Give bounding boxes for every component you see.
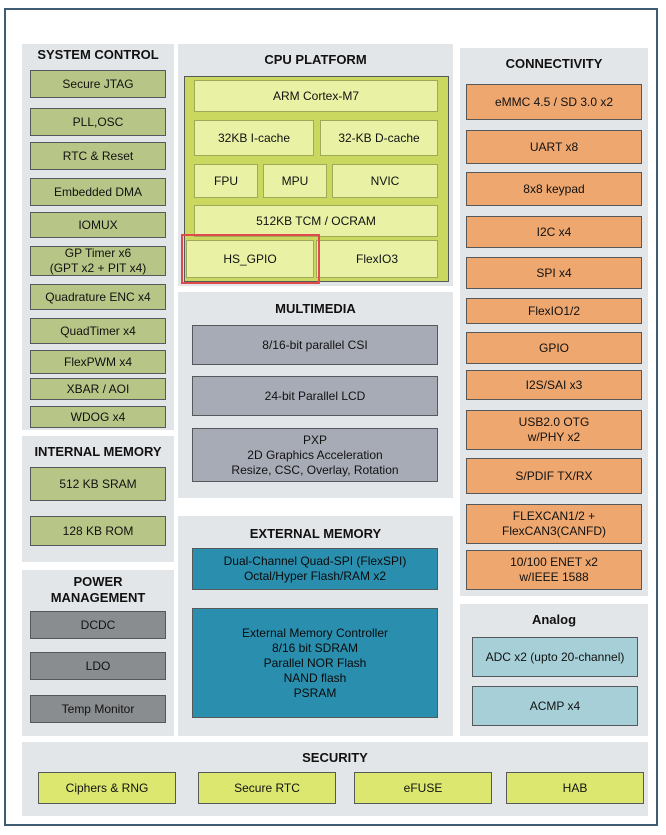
- parallel-csi-block: 8/16-bit parallel CSI: [192, 325, 438, 365]
- icache-block: 32KB I-cache: [194, 120, 314, 156]
- embedded-dma-block: Embedded DMA: [30, 178, 166, 206]
- acmp-block: ACMP x4: [472, 686, 638, 726]
- hs-gpio-highlight: [181, 234, 320, 284]
- iomux-block: IOMUX: [30, 212, 166, 238]
- keypad-block: 8x8 keypad: [466, 172, 642, 206]
- analog-title: Analog: [531, 612, 577, 627]
- spi-block: SPI x4: [466, 257, 642, 289]
- dcache-block: 32-KB D-cache: [320, 120, 438, 156]
- system-control-title: SYSTEM CONTROL: [37, 47, 159, 62]
- flexcan-block: FLEXCAN1/2 + FlexCAN3(CANFD): [466, 504, 642, 544]
- dcdc-block: DCDC: [30, 611, 166, 639]
- external-memory-controller-block: External Memory Controller 8/16 bit SDRA…: [192, 608, 438, 718]
- flexpwm-block: FlexPWM x4: [30, 350, 166, 374]
- quadrature-enc-block: Quadrature ENC x4: [30, 284, 166, 310]
- flexio3-block: FlexIO3: [316, 240, 438, 278]
- secure-rtc-block: Secure RTC: [198, 772, 336, 804]
- rom-block: 128 KB ROM: [30, 516, 166, 546]
- i2c-block: I2C x4: [466, 216, 642, 248]
- hs-gpio-block: HS_GPIO: [186, 240, 314, 278]
- internal-memory-title: INTERNAL MEMORY: [34, 444, 162, 459]
- uart-block: UART x8: [466, 130, 642, 164]
- tcm-ocram-block: 512KB TCM / OCRAM: [194, 205, 438, 237]
- arm-cortex-m7-block: ARM Cortex-M7: [194, 80, 438, 112]
- rtc-reset-block: RTC & Reset: [30, 142, 166, 170]
- pxp-block: PXP 2D Graphics Acceleration Resize, CSC…: [192, 428, 438, 482]
- adc-block: ADC x2 (upto 20-channel): [472, 637, 638, 677]
- flexio12-block: FlexIO1/2: [466, 298, 642, 324]
- emmc-sd-block: eMMC 4.5 / SD 3.0 x2: [466, 84, 642, 120]
- wdog-block: WDOG x4: [30, 406, 166, 428]
- ciphers-rng-block: Ciphers & RNG: [38, 772, 176, 804]
- ldo-block: LDO: [30, 652, 166, 680]
- gp-timer-block: GP Timer x6 (GPT x2 + PIT x4): [30, 246, 166, 276]
- cpu-platform-title: CPU PLATFORM: [264, 52, 367, 67]
- i2s-sai-block: I2S/SAI x3: [466, 370, 642, 400]
- external-memory-title: EXTERNAL MEMORY: [249, 526, 382, 541]
- gpio-block: GPIO: [466, 332, 642, 364]
- secure-jtag-block: Secure JTAG: [30, 70, 166, 98]
- quadtimer-block: QuadTimer x4: [30, 318, 166, 344]
- usb-otg-block: USB2.0 OTG w/PHY x2: [466, 410, 642, 450]
- mpu-block: MPU: [263, 164, 327, 198]
- flexspi-block: Dual-Channel Quad-SPI (FlexSPI) Octal/Hy…: [192, 548, 438, 590]
- nvic-block: NVIC: [332, 164, 438, 198]
- parallel-lcd-block: 24-bit Parallel LCD: [192, 376, 438, 416]
- connectivity-title: CONNECTIVITY: [505, 56, 603, 71]
- sram-block: 512 KB SRAM: [30, 467, 166, 501]
- efuse-block: eFUSE: [354, 772, 492, 804]
- power-management-title: POWER MANAGEMENT: [50, 574, 146, 605]
- xbar-aoi-block: XBAR / AOI: [30, 378, 166, 400]
- enet-block: 10/100 ENET x2 w/IEEE 1588: [466, 550, 642, 590]
- hab-block: HAB: [506, 772, 644, 804]
- fpu-block: FPU: [194, 164, 258, 198]
- multimedia-title: MULTIMEDIA: [275, 301, 356, 316]
- temp-monitor-block: Temp Monitor: [30, 695, 166, 723]
- pll-osc-block: PLL,OSC: [30, 108, 166, 136]
- spdif-block: S/PDIF TX/RX: [466, 458, 642, 494]
- security-title: SECURITY: [302, 750, 368, 765]
